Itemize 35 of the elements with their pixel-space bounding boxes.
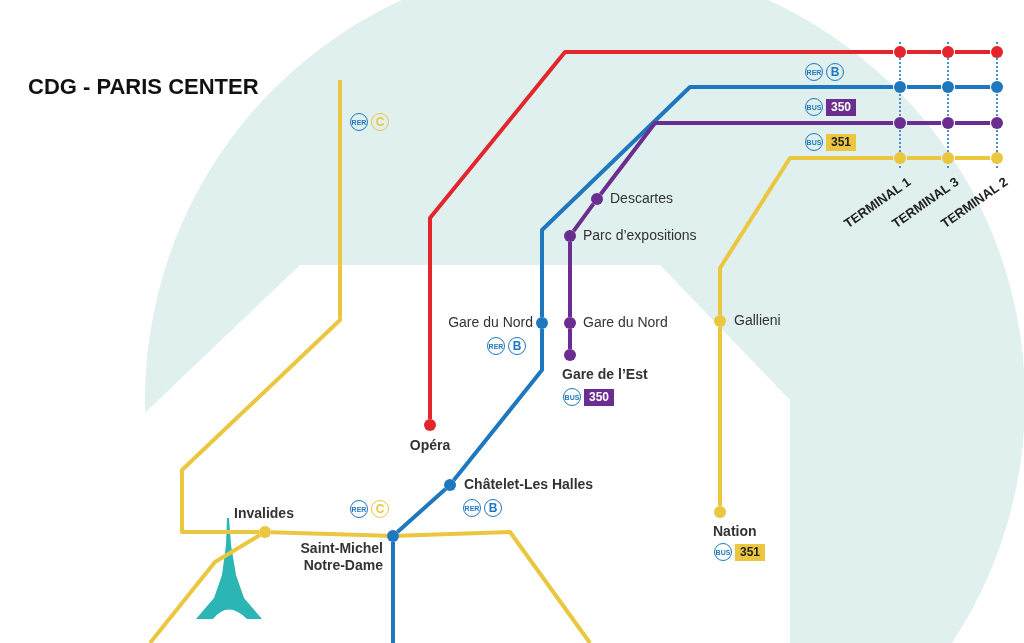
transit-line [955,156,990,160]
station-name: Gallieni [734,312,782,329]
station-name: Parc d’expositions [583,227,698,244]
transit-line [452,329,544,482]
transit-line [398,530,592,643]
transit-line [718,327,722,506]
transit-line [148,533,261,643]
transit-line [907,121,941,125]
station-name: Invalides [234,505,295,522]
transit-line [270,530,388,538]
station-name: Saint-Michel Notre-Dame [299,540,383,574]
transit-line [955,121,990,125]
station-name: Opéra [408,437,452,454]
transit-line [568,329,572,349]
transit-line [391,542,395,643]
map-title: CDG - PARIS CENTER [28,74,259,100]
station-name: Gare du Nord [583,314,669,331]
transit-line [180,80,342,534]
station-name: Châtelet-Les Halles [464,476,595,493]
station-name: Gare de l’Est [562,366,649,383]
transit-line [540,85,893,317]
transit-line [955,50,990,54]
station-name: Nation [713,523,758,540]
transit-line [428,50,893,419]
transit-line [907,85,941,89]
station-name: Gare du Nord [447,314,533,331]
transit-line [955,85,990,89]
transit-line [907,50,941,54]
transit-line [571,202,596,233]
transit-line [568,242,572,317]
transit-line [718,156,893,315]
station-name: Descartes [610,190,675,207]
transit-line [907,156,941,160]
transit-line [396,487,447,534]
transit-line [599,121,893,196]
